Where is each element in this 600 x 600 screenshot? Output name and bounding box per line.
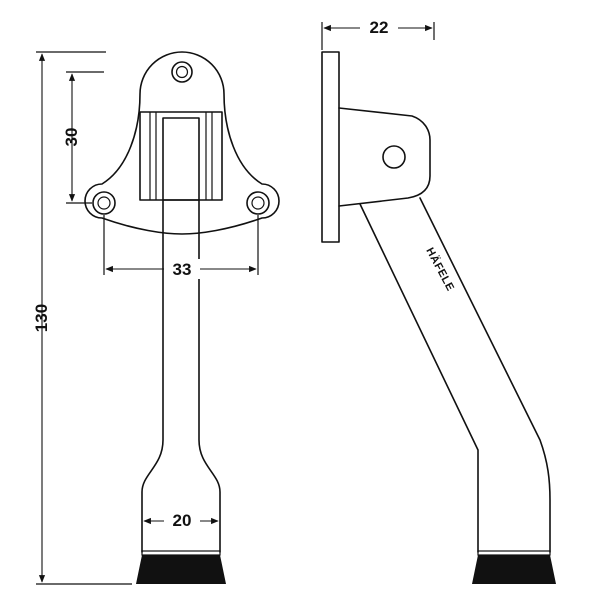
front-rubber-tip (136, 550, 226, 584)
dimension-side-depth: 22 (321, 16, 435, 50)
dimension-overall-height-label: 130 (32, 304, 51, 332)
front-left-screw-hole (92, 191, 116, 215)
front-right-screw-hole-inner (251, 196, 265, 210)
dimension-plate-height-label: 30 (62, 128, 81, 147)
dimension-tip-width: 20 (143, 510, 219, 530)
front-hinge-bracket (139, 111, 223, 201)
dimension-hole-spacing: 33 (103, 215, 259, 279)
dimension-overall-height: 130 (32, 51, 132, 585)
dimension-plate-height: 30 (62, 71, 104, 204)
side-view: HÄFELE (321, 51, 556, 584)
front-right-screw-hole (246, 191, 270, 215)
side-knuckle (338, 107, 431, 207)
front-view (84, 51, 280, 584)
dimension-side-depth-label: 22 (370, 18, 389, 37)
front-arm (141, 199, 221, 553)
front-left-screw-hole-inner (97, 196, 111, 210)
dimension-tip-width-label: 20 (173, 511, 192, 530)
front-top-screw-hole (171, 61, 193, 83)
side-knuckle-pin-hole (382, 145, 406, 169)
dimension-hole-spacing-label: 33 (173, 260, 192, 279)
front-mounting-plate (84, 51, 280, 235)
side-arm (359, 197, 551, 553)
front-top-screw-hole-inner (175, 65, 189, 79)
brand-mark: HÄFELE (423, 245, 457, 293)
side-rubber-tip (472, 550, 556, 584)
side-wall-plate (321, 51, 340, 243)
